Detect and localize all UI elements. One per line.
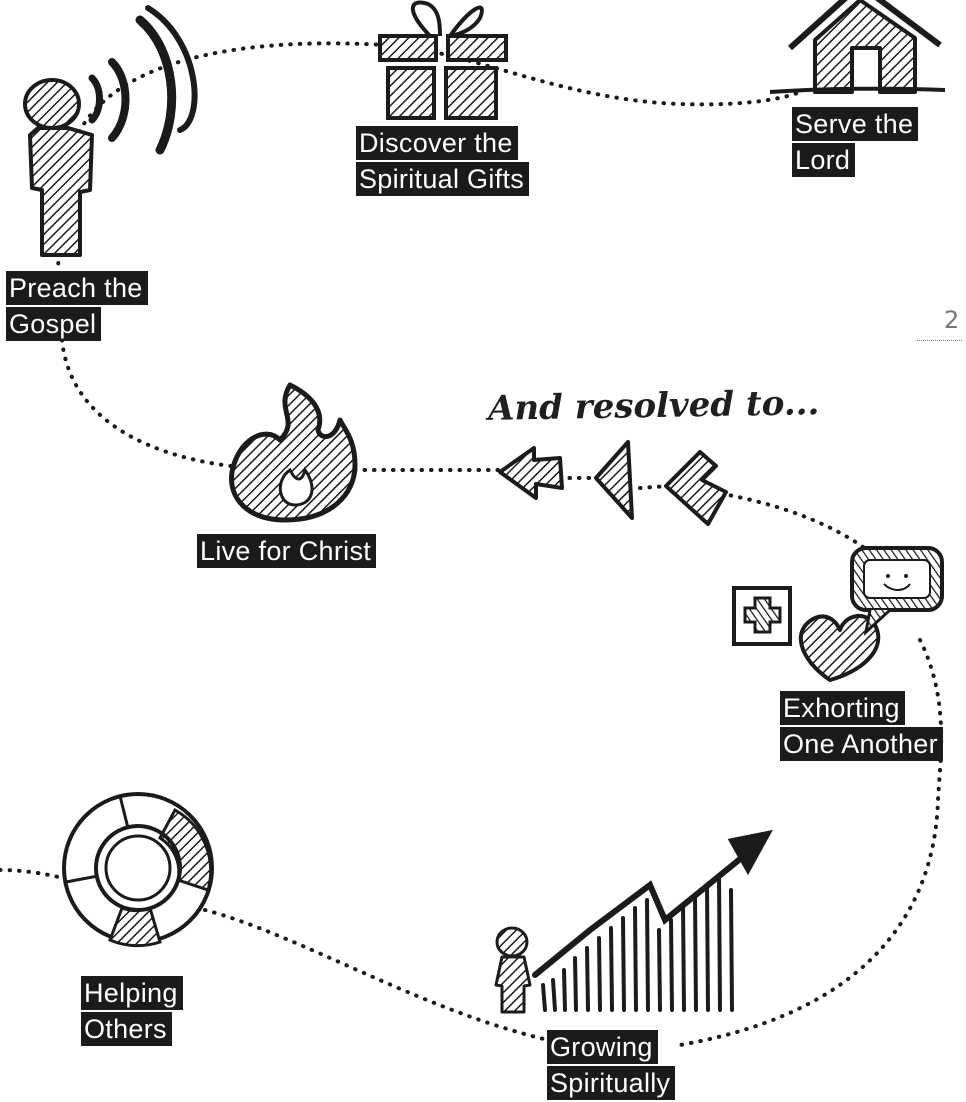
step-helping-label: Helping Others — [81, 976, 183, 1048]
medical-cross-icon — [732, 586, 792, 646]
step-growing-label: Growing Spiritually — [547, 1030, 676, 1102]
arrow-left-icon — [498, 446, 564, 500]
step-preach-label: Preach the Gospel — [6, 271, 148, 343]
step-growing-line1: Growing — [547, 1030, 658, 1064]
small-person-icon — [494, 926, 532, 1014]
step-helping-line1: Helping — [81, 976, 183, 1010]
step-preach-line1: Preach the — [6, 271, 148, 305]
page-number-underline — [917, 340, 962, 341]
growth-chart-icon — [532, 829, 773, 1012]
step-helping-line2: Others — [81, 1012, 172, 1046]
chevron-left-icon — [664, 450, 728, 526]
step-serve-label: Serve the Lord — [792, 107, 919, 179]
resolved-banner: And resolved to... — [487, 383, 820, 429]
step-serve-line2: Lord — [792, 143, 856, 177]
dotted-path — [0, 41, 944, 1047]
flame-icon — [229, 382, 358, 523]
step-live-line1: Live for Christ — [197, 534, 377, 568]
step-discover-line2: Spiritual Gifts — [356, 162, 530, 196]
house-icon — [769, 0, 946, 94]
step-growing-line2: Spiritually — [547, 1066, 676, 1100]
heart-icon — [798, 614, 881, 682]
step-serve-line1: Serve the — [792, 107, 919, 141]
step-discover-label: Discover the Spiritual Gifts — [356, 126, 530, 198]
step-discover-line1: Discover the — [356, 126, 518, 160]
step-exhort-label: Exhorting One Another — [780, 691, 943, 763]
page-number: 2 — [944, 306, 960, 334]
step-exhort-line1: Exhorting — [780, 691, 905, 725]
step-preach-line2: Gospel — [6, 307, 102, 341]
step-live-label: Live for Christ — [197, 534, 377, 570]
triangle-left-icon — [594, 440, 634, 520]
lifebuoy-icon — [62, 792, 214, 948]
step-exhort-line2: One Another — [780, 727, 943, 761]
person-speaking-icon — [23, 5, 198, 257]
gift-icon — [378, 0, 508, 120]
speech-bubble-icon — [850, 546, 944, 637]
